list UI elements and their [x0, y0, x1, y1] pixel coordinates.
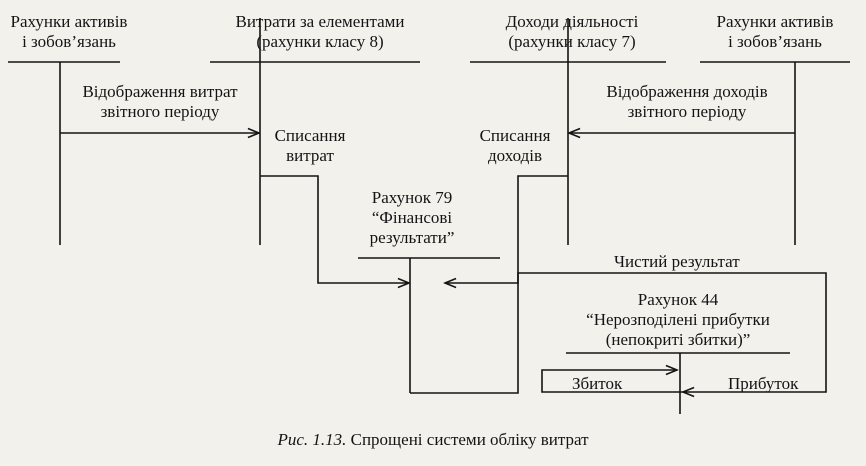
t-account-44 — [566, 352, 790, 414]
label-expenses: Витрати за елементами (рахунки класу 8) — [214, 12, 426, 52]
label-income-line1: Доходи діяльності — [505, 12, 639, 31]
label-income-line2: (рахунки класу 7) — [508, 32, 636, 51]
label-write-off-expenses-line2: витрат — [286, 146, 334, 165]
label-profit-text: Прибуток — [728, 374, 799, 393]
label-account-79-line1: Рахунок 79 — [371, 188, 453, 207]
label-income-reflection-line1: Відображення доходів — [606, 82, 768, 101]
t-account-79 — [358, 257, 500, 393]
label-account-44-line2: “Нерозподілені прибутки — [586, 310, 770, 329]
arrow-write-off-income — [446, 175, 568, 283]
label-write-off-income: Списання доходів — [466, 126, 564, 166]
label-income-reflection-line2: звітного періоду — [627, 102, 747, 121]
t-account-assets-left — [8, 61, 120, 245]
label-profit: Прибуток — [728, 374, 798, 394]
label-account-44-line1: Рахунок 44 — [637, 290, 719, 309]
label-assets-right-line1: Рахунки активів — [716, 12, 834, 31]
label-expenses-line1: Витрати за елементами — [235, 12, 405, 31]
label-account-44-line3: (непокриті збитки)” — [605, 330, 751, 349]
label-assets-right-line2: і зобов’язань — [728, 32, 822, 51]
figure-number: Рис. 1.13. — [277, 430, 347, 449]
label-expense-reflection-line2: звітного періоду — [100, 102, 220, 121]
label-write-off-income-line1: Списання — [479, 126, 551, 145]
label-expense-reflection: Відображення витрат звітного періоду — [58, 82, 262, 122]
arrow-write-off-expenses — [260, 175, 408, 283]
label-assets-left-line2: і зобов’язань — [22, 32, 116, 51]
label-loss-text: Збиток — [572, 374, 623, 393]
label-assets-left: Рахунки активів і зобов’язань — [8, 12, 130, 52]
label-expense-reflection-line1: Відображення витрат — [82, 82, 238, 101]
label-net-result-text: Чистий результат — [614, 252, 740, 271]
label-expenses-line2: (рахунки класу 8) — [256, 32, 384, 51]
label-net-result: Чистий результат — [614, 252, 740, 272]
figure-caption-text: Спрощені системи обліку витрат — [350, 430, 589, 449]
label-income: Доходи діяльності (рахунки класу 7) — [474, 12, 670, 52]
label-write-off-expenses: Списання витрат — [262, 126, 358, 166]
figure-caption: Рис. 1.13. Спрощені системи обліку витра… — [0, 430, 866, 450]
arrow-net-result-profit — [541, 370, 684, 393]
label-write-off-expenses-line1: Списання — [274, 126, 346, 145]
label-assets-right: Рахунки активів і зобов’язань — [698, 12, 852, 52]
label-account-79: Рахунок 79 “Фінансові результати” — [340, 188, 484, 248]
arrow-net-result-loss — [410, 272, 827, 393]
label-account-44: Рахунок 44 “Нерозподілені прибутки (непо… — [566, 290, 790, 350]
label-income-reflection: Відображення доходів звітного періоду — [584, 82, 790, 122]
t-account-assets-right — [700, 61, 850, 245]
label-assets-left-line1: Рахунки активів — [10, 12, 128, 31]
label-loss: Збиток — [572, 374, 622, 394]
label-account-79-line3: результати” — [369, 228, 455, 247]
label-account-79-line2: “Фінансові — [371, 208, 453, 227]
label-write-off-income-line2: доходів — [488, 146, 542, 165]
